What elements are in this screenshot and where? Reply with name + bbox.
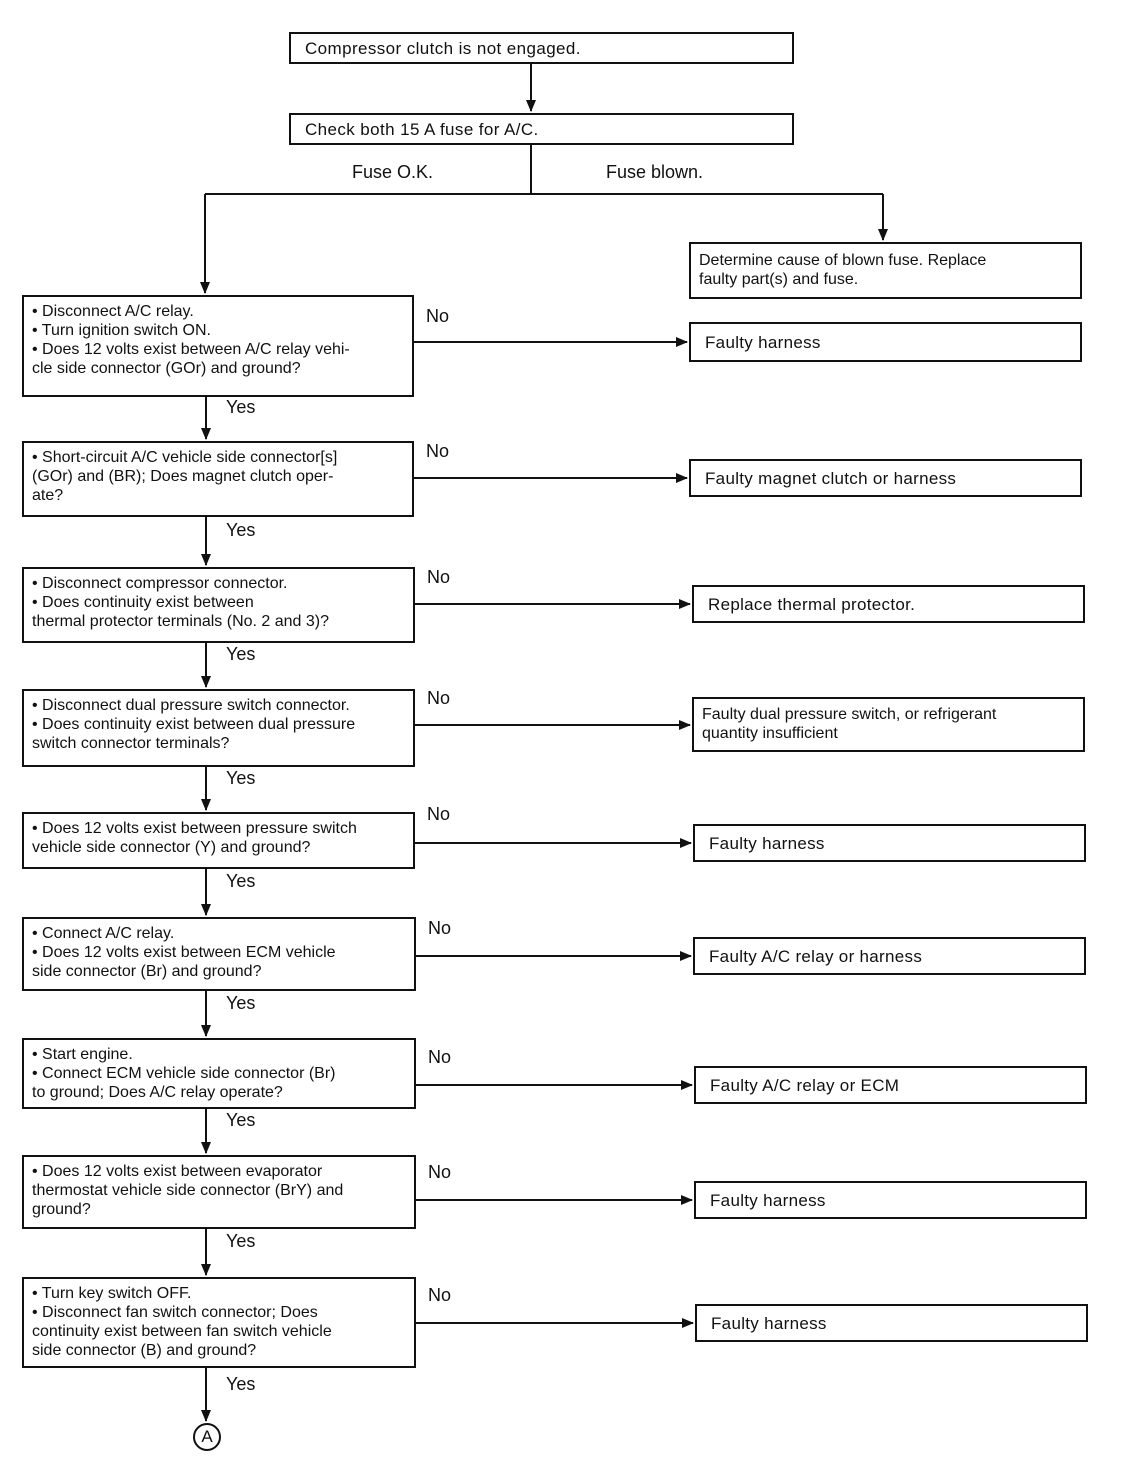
result-line: Faulty dual pressure switch, or refriger… [702,706,997,723]
check-line: switch connector terminals? [32,735,230,752]
result-box: Faulty magnet clutch or harness [689,459,1082,497]
yes-label: Yes [226,871,256,891]
yes-label: Yes [226,1231,256,1251]
check-box: • Disconnect dual pressure switch connec… [22,689,415,767]
yes-label: Yes [226,992,256,1013]
check-line: • Does continuity exist between [32,594,254,611]
yes-label: Yes [226,520,256,540]
check-line: • Does 12 volts exist between ECM vehicl… [32,944,336,961]
result-line: Faulty A/C relay or harness [709,946,923,966]
check-line: (GOr) and (BR); Does magnet clutch oper- [32,468,334,485]
check-line: • Disconnect compressor connector. [32,575,288,592]
check-box: • Disconnect compressor connector. • Does… [22,567,415,643]
no-label: No [428,1285,452,1305]
no-label: No [426,441,450,461]
check-box: • Turn key switch OFF. • Disconnect fan s… [22,1277,416,1368]
check-box: • Does 12 volts exist between pressure s… [22,812,415,869]
fuse-check-box: Check both 15 A fuse for A/C. [289,113,794,145]
result-box: Faulty harness [694,1181,1087,1219]
check-line: • Does 12 volts exist between pressure s… [32,820,357,837]
check-line: • Does 12 volts exist between evaporator [32,1163,323,1180]
check-line: • Connect ECM vehicle side connector (Br… [32,1065,336,1082]
fuse-check-text: Check both 15 A fuse for A/C. [305,119,539,139]
result-box: Faulty harness [693,824,1086,862]
no-label: No [428,1162,452,1182]
no-label: No [428,1047,452,1067]
start-text: Compressor clutch is not engaged. [305,38,581,58]
check-box: • Start engine. • Connect ECM vehicle sid… [22,1038,416,1109]
check-line: thermal protector terminals (No. 2 and 3… [32,613,330,630]
no-label: No [427,688,451,708]
blown-action-line: Determine cause of blown fuse. Replace [699,252,987,269]
check-line: thermostat vehicle side connector (BrY) … [32,1182,344,1199]
result-line: quantity insufficient [702,725,838,742]
check-line: • Turn key switch OFF. [32,1285,192,1302]
result-box: Faulty harness [689,322,1082,362]
check-line: ground? [32,1201,91,1218]
check-box: • Short-circuit A/C vehicle side connect… [22,441,414,517]
check-line: vehicle side connector (Y) and ground? [32,839,311,856]
check-line: • Disconnect dual pressure switch connec… [32,697,350,714]
fuse-ok-label: Fuse O.K. [352,162,434,182]
result-box: Faulty harness [695,1304,1088,1342]
check-line: side connector (B) and ground? [32,1342,257,1359]
result-box: Faulty dual pressure switch, or refriger… [692,697,1085,752]
yes-label: Yes [226,767,256,788]
check-box: • Does 12 volts exist between evaporator… [22,1155,416,1229]
blown-action-line: faulty part(s) and fuse. [699,271,859,288]
check-line: • Does continuity exist between dual pre… [32,716,356,733]
check-box: • Connect A/C relay. • Does 12 volts exis… [22,917,416,991]
continue-marker-a: A [193,1423,221,1451]
check-line: ate? [32,487,64,504]
result-line: Faulty harness [709,833,825,853]
result-line: Faulty magnet clutch or harness [705,468,957,488]
result-line: Faulty harness [711,1313,827,1333]
no-label: No [426,306,450,326]
result-line: Faulty harness [705,332,821,352]
check-line: • Does 12 volts exist between A/C relay … [32,341,350,358]
check-line: continuity exist between fan switch vehi… [32,1323,332,1340]
yes-label: Yes [226,1373,256,1394]
no-label: No [427,567,451,587]
check-line: cle side connector (GOr) and ground? [32,360,301,377]
check-line: • Disconnect fan switch connector; Does [32,1304,318,1321]
no-label: No [428,918,452,938]
check-line: • Short-circuit A/C vehicle side connect… [32,449,338,466]
result-line: Faulty harness [710,1190,826,1210]
result-box: Replace thermal protector. [692,585,1085,623]
continue-marker-letter: A [201,1427,213,1446]
check-line: • Start engine. [32,1046,133,1063]
result-line: Faulty A/C relay or ECM [710,1075,900,1095]
result-box: Faulty A/C relay or harness [693,937,1086,975]
result-box: Faulty A/C relay or ECM [694,1066,1087,1104]
start-box: Compressor clutch is not engaged. [289,32,794,64]
check-line: • Connect A/C relay. [32,925,175,942]
check-line: • Disconnect A/C relay. [32,303,194,320]
no-label: No [427,804,451,824]
yes-label: Yes [226,397,256,417]
yes-label: Yes [226,644,256,664]
check-line: • Turn ignition switch ON. [32,322,211,339]
check-line: side connector (Br) and ground? [32,963,262,980]
check-box: • Disconnect A/C relay. • Turn ignition s… [22,295,414,397]
check-line: to ground; Does A/C relay operate? [32,1084,283,1101]
fuse-blown-label: Fuse blown. [606,162,704,182]
blown-fuse-action-box: Determine cause of blown fuse. Replace f… [689,242,1082,299]
result-line: Replace thermal protector. [708,594,916,614]
yes-label: Yes [226,1110,256,1130]
